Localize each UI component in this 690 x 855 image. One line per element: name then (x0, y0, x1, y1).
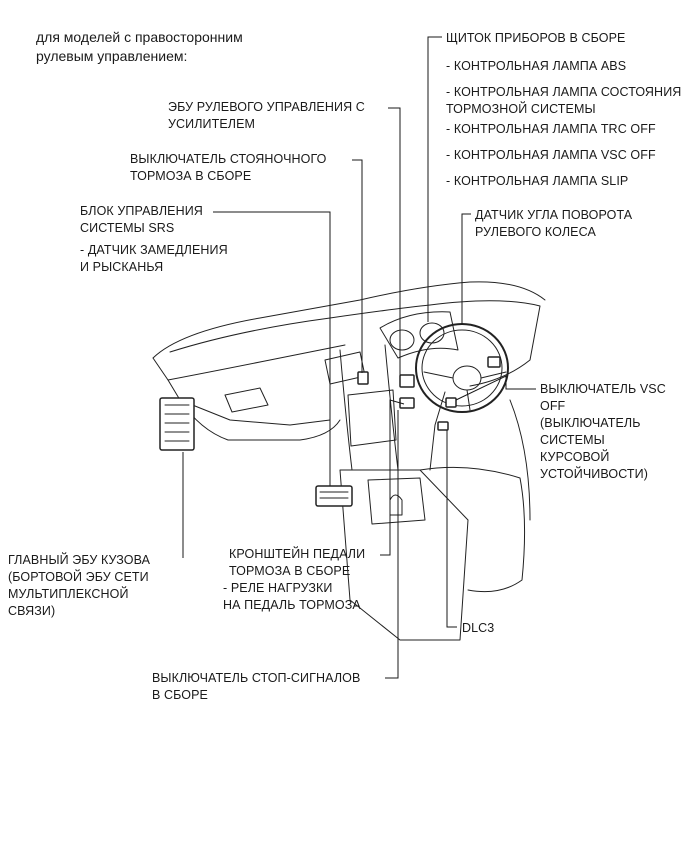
steering-column (429, 391, 446, 471)
center-stack-left (339, 349, 353, 471)
srs-unit-detail (319, 491, 349, 499)
label-slip-lamp: - КОНТРОЛЬНАЯ ЛАМПА SLIP (446, 174, 629, 188)
center-stack-right (384, 344, 399, 471)
leader-dlc3 (446, 430, 457, 628)
leader-parking-brake-switch (352, 159, 363, 373)
driver-side-dash (429, 300, 541, 387)
label-stop-light-switch: ВЫКЛЮЧАТЕЛЬ СТОП-СИГНАЛОВ В СБОРЕ (152, 671, 361, 702)
main-body-ecu-box (159, 397, 195, 451)
shift-lever-area (367, 477, 426, 525)
passenger-vent (224, 387, 269, 413)
label-trc-off-lamp: - КОНТРОЛЬНАЯ ЛАМПА TRC OFF (446, 122, 656, 136)
cluster-gauge-right (419, 322, 445, 344)
armrest (419, 466, 526, 593)
label-brake-pedal-bracket: КРОНШТЕЙН ПЕДАЛИ ТОРМОЗА В СБОРЕ (229, 547, 366, 578)
label-abs-lamp: - КОНТРОЛЬНАЯ ЛАМПА ABS (446, 59, 627, 73)
leader-srs-unit (213, 211, 331, 486)
leader-vsc-off-switch (455, 375, 536, 401)
label-instrument-cluster: ЩИТОК ПРИБОРОВ В СБОРЕ (446, 31, 626, 45)
label-srs-unit: БЛОК УПРАВЛЕНИЯ СИСТЕМЫ SRS (80, 204, 203, 235)
leader-eps-ecu (388, 107, 401, 376)
label-main-body-ecu: ГЛАВНЫЙ ЭБУ КУЗОВА (БОРТОВОЙ ЭБУ СЕТИ МУ… (8, 553, 151, 618)
vsc-off-switch-box (445, 397, 457, 408)
steering-wheel-rim (415, 323, 509, 413)
leader-stop-light-switch (385, 410, 399, 679)
driver-door-edge (509, 399, 531, 521)
label-vsc-off-lamp: - КОНТРОЛЬНАЯ ЛАМПА VSC OFF (446, 148, 656, 162)
cluster-gauge-left (389, 329, 415, 351)
label-parking-brake-switch: ВЫКЛЮЧАТЕЛЬ СТОЯНОЧНОГО ТОРМОЗА В СБОРЕ (130, 152, 327, 183)
leader-instrument-cluster (427, 36, 442, 322)
label-eps-ecu: ЭБУ РУЛЕВОГО УПРАВЛЕНИЯ С УСИЛИТЕЛЕМ (168, 100, 365, 131)
glovebox (179, 399, 341, 441)
leader-brake-pedal-bracket (380, 399, 405, 556)
srs-unit-box (315, 485, 353, 507)
steering-wheel-hub (452, 365, 482, 391)
parking-brake-switch-box (357, 371, 369, 385)
dashboard-front-edge (152, 344, 346, 381)
main-body-ecu-detail (164, 404, 190, 442)
label-steering-angle-sensor: ДАТЧИК УГЛА ПОВОРОТА РУЛЕВОГО КОЛЕСА (475, 208, 633, 239)
center-stack-panel (347, 389, 397, 447)
label-yaw-rate-sensor: - ДАТЧИК ЗАМЕДЛЕНИЯ И РЫСКАНЬЯ (80, 243, 228, 274)
shift-knob (389, 494, 403, 516)
label-vsc-off-switch: ВЫКЛЮЧАТЕЛЬ VSC OFF (ВЫКЛЮЧАТЕЛЬ СИСТЕМЫ… (540, 382, 666, 481)
steering-wheel-rim-inner (421, 329, 503, 407)
label-brake-system-lamp: - КОНТРОЛЬНАЯ ЛАМПА СОСТОЯНИЯ ТОРМОЗНОЙ … (446, 85, 682, 116)
dashboard-lower-edge (167, 379, 331, 426)
steering-angle-sensor-box (487, 356, 501, 368)
label-dlc3: DLC3 (462, 621, 495, 635)
dashboard-top-outline (152, 281, 546, 359)
center-console (339, 469, 469, 641)
label-brake-pedal-load-relay: - РЕЛЕ НАГРУЗКИ НА ПЕДАЛЬ ТОРМОЗА (223, 581, 361, 612)
leader-steering-angle-sensor (461, 213, 471, 325)
dlc3-connector-box (437, 421, 449, 431)
header-note: для моделей с правосторонним рулевым упр… (36, 29, 243, 64)
eps-ecu-box (399, 374, 415, 388)
steering-wheel-spokes (423, 371, 507, 411)
